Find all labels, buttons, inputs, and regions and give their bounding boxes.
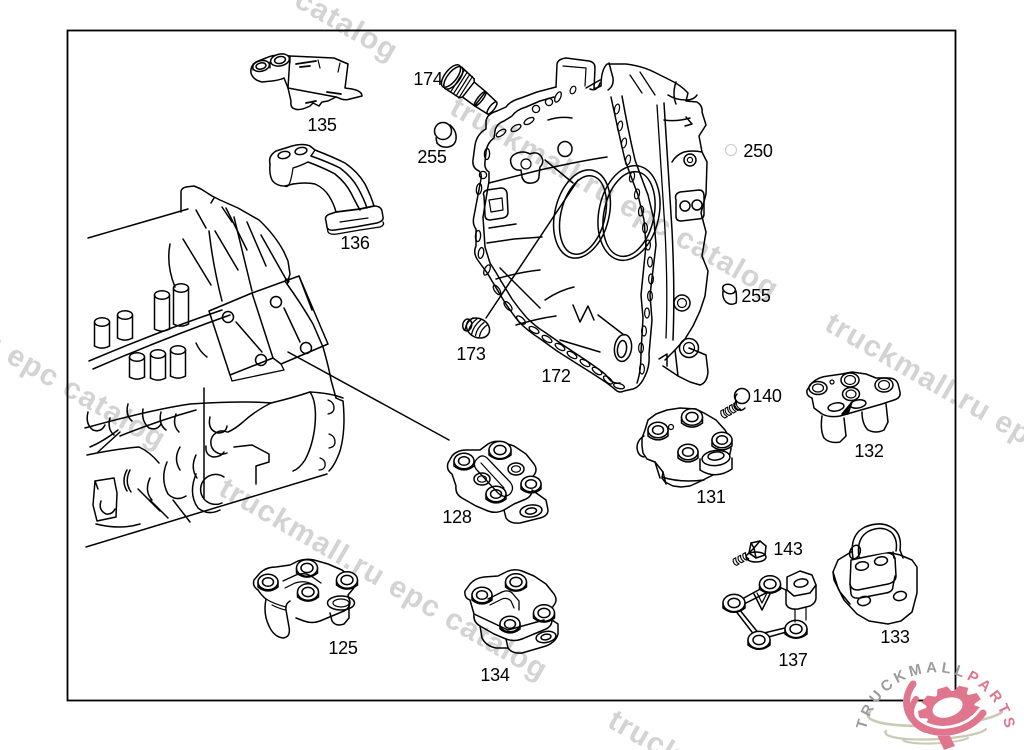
svg-text:131: 131	[696, 487, 725, 507]
svg-text:255: 255	[417, 147, 446, 167]
svg-text:173: 173	[456, 344, 485, 364]
svg-text:143: 143	[773, 539, 802, 559]
svg-text:250: 250	[743, 141, 772, 161]
svg-text:172: 172	[541, 366, 570, 386]
svg-text:255: 255	[741, 286, 770, 306]
svg-text:125: 125	[328, 638, 357, 658]
svg-text:132: 132	[854, 441, 883, 461]
svg-text:133: 133	[880, 627, 909, 647]
svg-text:174: 174	[413, 69, 442, 89]
svg-text:137: 137	[778, 650, 807, 670]
svg-text:140: 140	[752, 386, 781, 406]
svg-text:134: 134	[480, 665, 509, 685]
svg-text:135: 135	[307, 115, 336, 135]
svg-text:128: 128	[442, 507, 471, 527]
svg-text:136: 136	[340, 233, 369, 253]
